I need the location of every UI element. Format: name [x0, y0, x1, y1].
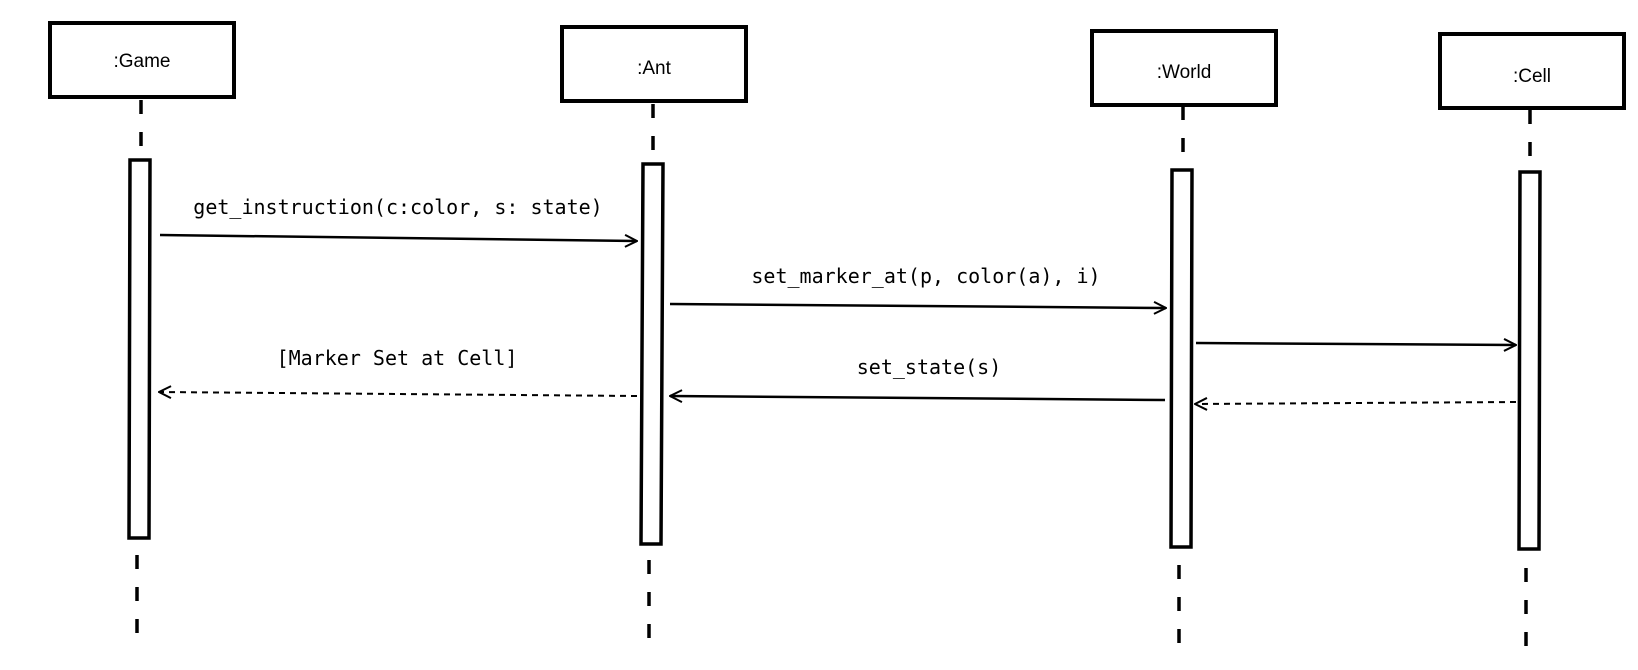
activation-game — [127, 158, 152, 540]
message-arrow — [670, 396, 1166, 400]
lifelines — [135, 100, 1532, 655]
message-set-state: set_state(s) — [670, 355, 1166, 400]
participant-ant: :Ant — [560, 25, 748, 103]
participant-label: :Ant — [637, 58, 672, 79]
participant-box — [48, 21, 236, 99]
activation-cell — [1517, 170, 1542, 551]
participant-label: :Cell — [1513, 66, 1551, 87]
message-arrow — [159, 392, 638, 396]
activation-bars — [127, 158, 1542, 551]
message-arrow — [159, 233, 637, 241]
participant-box — [1090, 29, 1278, 107]
message-arrow — [669, 304, 1166, 308]
activation-world — [1169, 168, 1194, 549]
participant-label: :Game — [113, 51, 170, 72]
message-get-instruction: get_instruction(c:color, s: state) — [159, 195, 637, 241]
participant-world: :World — [1090, 29, 1278, 107]
participant-box — [560, 25, 748, 103]
message-arrow — [1195, 402, 1517, 404]
participant-cell: :Cell — [1438, 32, 1626, 110]
message-arrow — [1195, 343, 1516, 345]
message-label: set_state(s) — [857, 355, 1002, 379]
participant-label: :World — [1157, 62, 1212, 83]
message-label: set_marker_at(p, color(a), i) — [751, 264, 1100, 288]
participant-game: :Game — [48, 21, 236, 99]
message-marker-set-return: [Marker Set at Cell] — [159, 346, 638, 396]
message-cell-return — [1195, 402, 1517, 404]
message-label: [Marker Set at Cell] — [277, 346, 518, 370]
message-label: get_instruction(c:color, s: state) — [193, 195, 602, 219]
message-set-marker-at: set_marker_at(p, color(a), i) — [669, 264, 1166, 308]
activation-ant — [639, 162, 665, 546]
message-world-to-cell — [1195, 343, 1516, 345]
participant-box — [1438, 32, 1626, 110]
